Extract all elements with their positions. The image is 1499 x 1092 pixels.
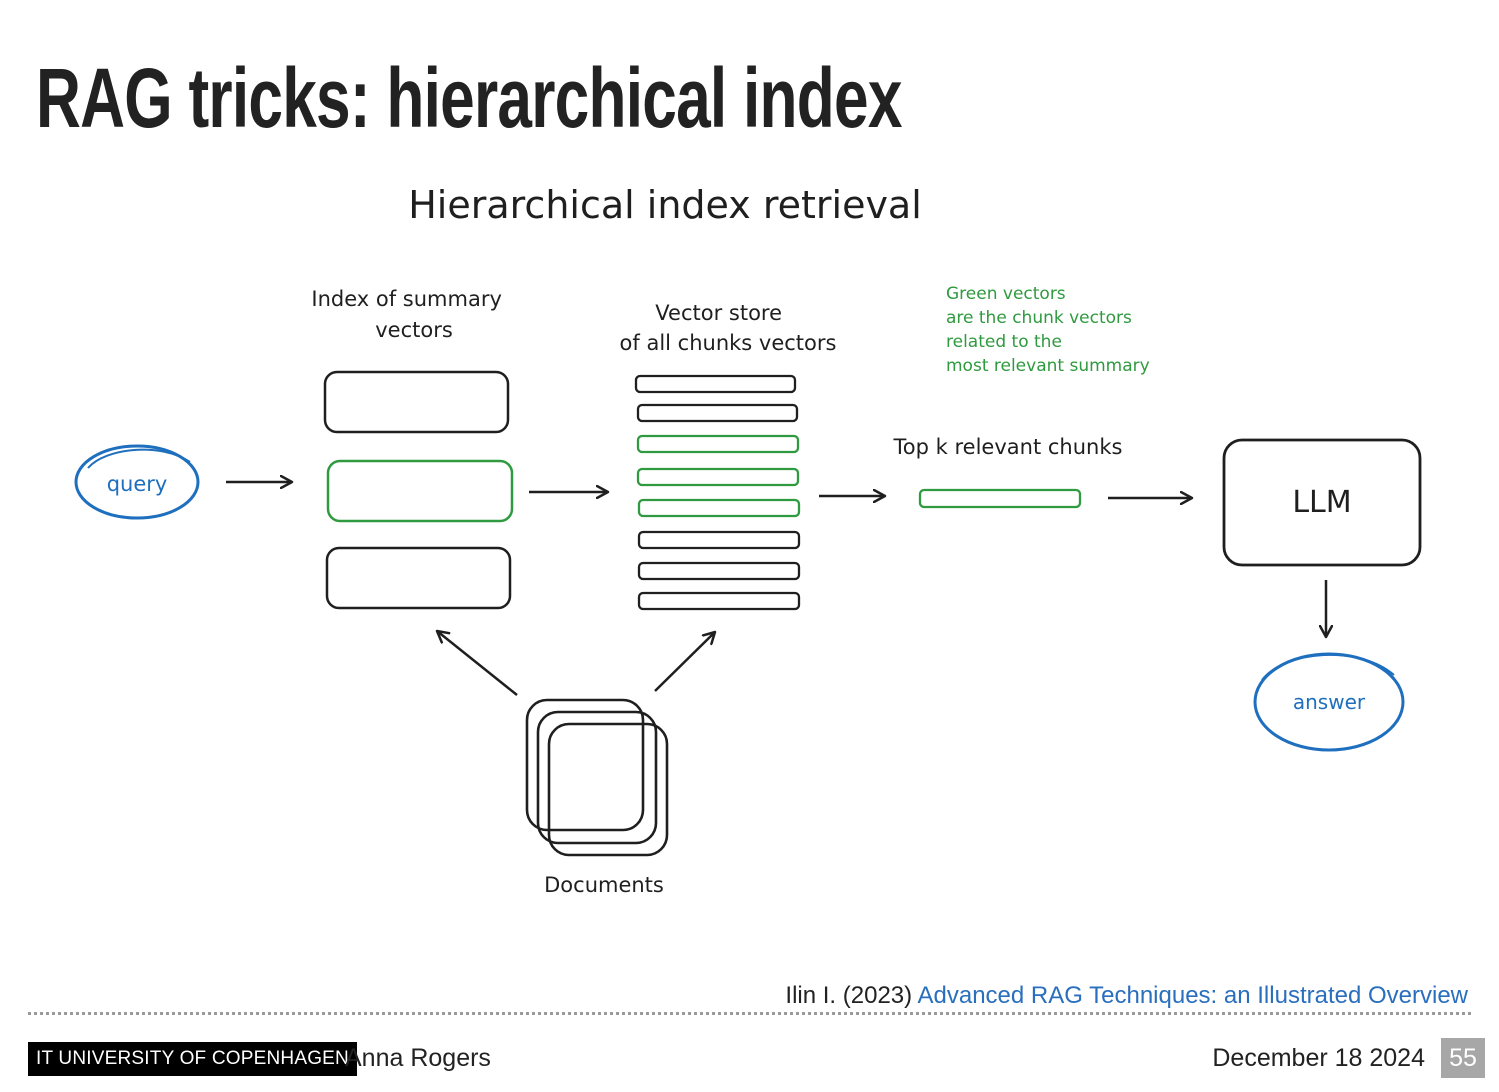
footer-divider [28, 1012, 1471, 1015]
institution-logo: IT UNIVERSITY OF COPENHAGEN [28, 1042, 357, 1076]
green-note-line-3: related to the [946, 332, 1062, 352]
vector-store-label: Vector store of all chunks vectors [620, 301, 837, 355]
summary-vector [323, 370, 510, 434]
diagram-title: Hierarchical index retrieval [408, 183, 922, 227]
vector-store-label-line-1: Vector store [655, 301, 782, 325]
chunk-vector-green [636, 467, 800, 487]
chunk-vector-green [637, 498, 801, 518]
chunk-vector-green [636, 434, 800, 454]
summary-index-label-line-2: vectors [375, 318, 453, 342]
arrow-documents-to-index [437, 631, 518, 696]
summary-vector [325, 546, 512, 610]
green-vectors-note: Green vectors are the chunk vectors rela… [946, 284, 1150, 376]
chunk-vector [637, 530, 801, 550]
llm-node: LLM [1222, 438, 1422, 567]
query-node: query [74, 444, 200, 520]
footer-date: December 18 2024 [1212, 1044, 1425, 1072]
summary-index-label-line-1: Index of summary [311, 287, 502, 311]
summary-index-label: Index of summary vectors [311, 287, 508, 342]
page-number: 55 [1441, 1038, 1485, 1078]
summary-vector-selected [326, 459, 514, 523]
summary-vectors [323, 370, 514, 610]
llm-label: LLM [1292, 485, 1351, 520]
top-k-label: Top k relevant chunks [893, 435, 1123, 459]
query-label: query [107, 472, 168, 496]
citation: Ilin I. (2023) Advanced RAG Techniques: … [785, 982, 1468, 1010]
green-note-line-2: are the chunk vectors [946, 308, 1132, 328]
green-note-line-1: Green vectors [946, 284, 1066, 304]
slide-title: RAG tricks: hierarchical index [36, 51, 902, 145]
arrow-documents-to-store [654, 632, 715, 692]
answer-node: answer [1253, 652, 1405, 752]
chunk-vector [637, 591, 801, 611]
vector-store-label-line-2: of all chunks vectors [620, 331, 837, 355]
citation-author: Ilin I. (2023) [785, 982, 913, 1009]
answer-label: answer [1293, 690, 1366, 714]
chunk-vector [637, 561, 801, 581]
documents-label: Documents [544, 873, 664, 897]
chunk-vectors [634, 374, 801, 611]
footer-author: Anna Rogers [345, 1044, 491, 1072]
chunk-vector [636, 403, 799, 423]
citation-link[interactable]: Advanced RAG Techniques: an Illustrated … [917, 982, 1468, 1009]
documents-stack [525, 698, 669, 857]
chunk-vector [634, 374, 797, 394]
top-k-chunk-vector [918, 488, 1082, 509]
green-note-line-4: most relevant summary [946, 356, 1150, 376]
